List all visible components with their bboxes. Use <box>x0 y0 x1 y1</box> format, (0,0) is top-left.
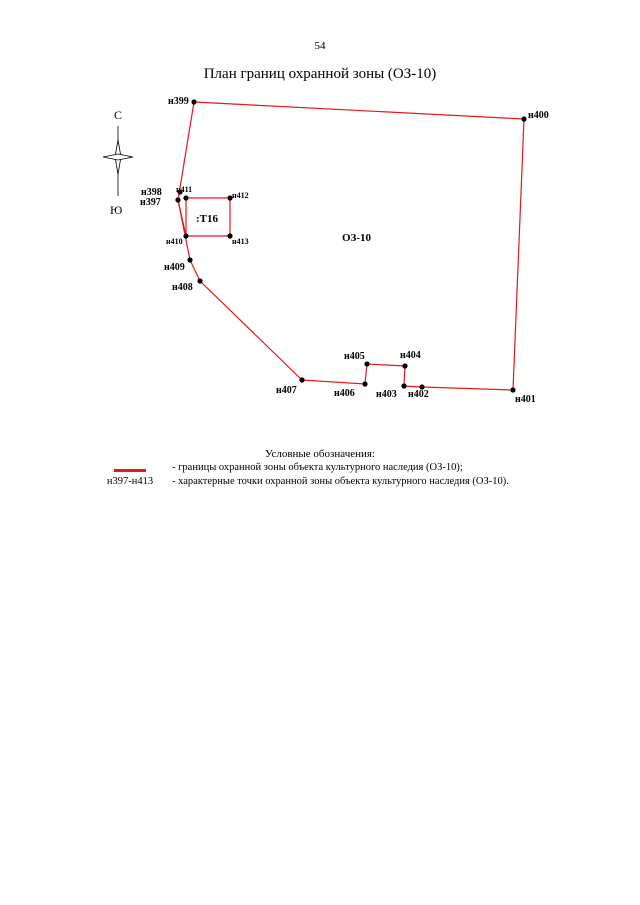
point-marker-н398 <box>177 189 183 195</box>
point-label-n408: н408 <box>172 282 193 293</box>
legend-line-symbol <box>100 462 160 473</box>
point-label-n403: н403 <box>376 389 397 400</box>
point-marker-н408 <box>197 278 203 284</box>
point-label-n398: н398 <box>141 187 162 198</box>
point-label-n409: н409 <box>164 262 185 273</box>
point-label-n407: н407 <box>276 385 297 396</box>
point-marker-н401 <box>510 387 516 393</box>
parcel-label: :Т16 <box>196 213 219 225</box>
page-number: 54 <box>314 40 326 52</box>
point-marker-н399 <box>191 99 197 105</box>
compass-icon <box>102 126 134 196</box>
point-marker-н397 <box>175 197 181 203</box>
plan-title: План границ охранной зоны (ОЗ-10) <box>203 66 437 82</box>
point-marker-н410 <box>183 233 189 239</box>
compass-north: С <box>114 108 122 122</box>
legend-item-points: н397-н413 - характерные точки охранной з… <box>0 476 640 490</box>
point-label-n397: н397 <box>140 197 161 208</box>
point-label-n401: н401 <box>515 394 536 405</box>
point-label-n413: н413 <box>232 237 249 246</box>
legend-item-text: - границы охранной зоны объекта культурн… <box>172 462 463 473</box>
point-marker-н411 <box>183 195 189 201</box>
point-label-n400: н400 <box>528 110 549 121</box>
point-marker-н402 <box>419 384 425 390</box>
point-label-n399: н399 <box>168 96 189 107</box>
point-label-n402: н402 <box>408 389 429 400</box>
legend-points-symbol: н397-н413 <box>106 476 154 487</box>
zone-label: ОЗ-10 <box>342 232 372 244</box>
legend-item-boundary: - границы охранной зоны объекта культурн… <box>0 462 640 476</box>
compass-south: Ю <box>110 203 122 217</box>
point-label-n411: н411 <box>176 185 192 194</box>
point-label-n405: н405 <box>344 351 365 362</box>
point-marker-н405 <box>364 361 370 367</box>
point-marker-н400 <box>521 116 527 122</box>
point-marker-н412 <box>227 195 233 201</box>
zone-boundary <box>177 101 525 391</box>
point-marker-н404 <box>402 363 408 369</box>
boundary-plan: С Ю ОЗ-10 :Т16 н399 н400 н398 н397 н411 … <box>102 96 549 405</box>
point-marker-н413 <box>227 233 233 239</box>
point-label-n404: н404 <box>400 350 421 361</box>
point-marker-н409 <box>187 257 193 263</box>
point-label-n406: н406 <box>334 388 355 399</box>
point-label-n410: н410 <box>166 237 183 246</box>
legend-title: Условные обозначения: <box>264 448 376 460</box>
point-marker-н403 <box>401 383 407 389</box>
point-marker-н407 <box>299 377 305 383</box>
point-label-n412: н412 <box>232 191 249 200</box>
point-marker-н406 <box>362 381 368 387</box>
legend-item-text: - характерные точки охранной зоны объект… <box>172 476 509 487</box>
